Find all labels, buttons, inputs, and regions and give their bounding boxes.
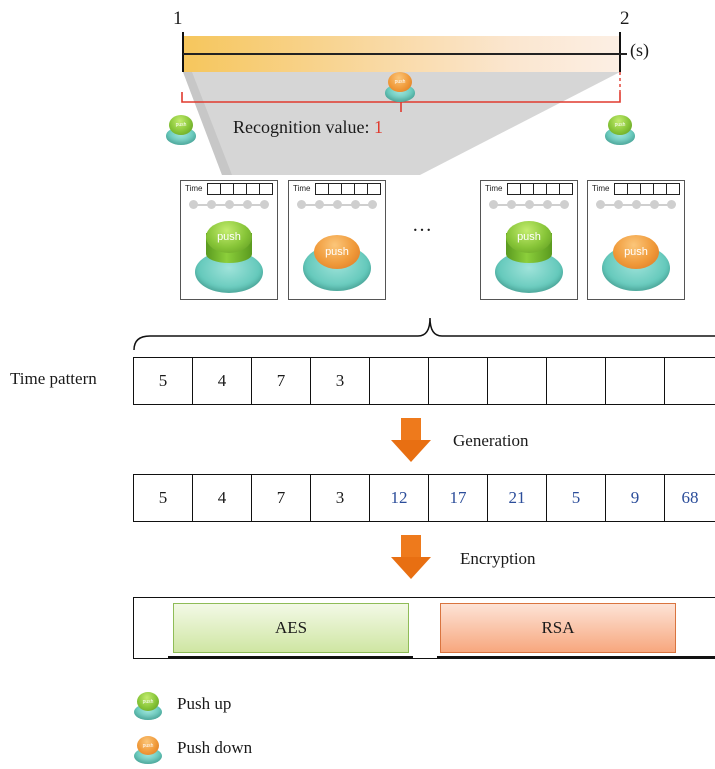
aes-label: AES [274, 618, 308, 637]
legend-push-up-label: Push up [177, 694, 232, 713]
rsa-label: RSA [541, 618, 575, 637]
push-up-button: push [195, 217, 263, 293]
pattern-cell [665, 358, 715, 404]
card-time-label: Time [185, 184, 203, 193]
time-card-3: Time push [480, 180, 578, 300]
push-down-button: push [303, 225, 371, 291]
generated-cell: 68 [681, 488, 699, 507]
push-up-button-icon: push [605, 113, 635, 145]
card-time-label: Time [293, 184, 311, 193]
encryption-container [133, 597, 715, 659]
time-slots [507, 183, 573, 195]
encryption-label: Encryption [460, 549, 536, 568]
generated-cell: 9 [606, 475, 665, 521]
timeline-start-label: 1 [173, 8, 183, 29]
generated-cell: 4 [193, 475, 252, 521]
card-time-label: Time [485, 184, 503, 193]
time-pattern-label: Time pattern [10, 369, 97, 388]
recognition-bracket [181, 72, 621, 112]
time-pattern-row: 5 4 7 3 [133, 357, 715, 405]
pattern-cell: 7 [252, 358, 311, 404]
generation-label: Generation [453, 431, 529, 450]
rsa-block: RSA [440, 603, 676, 653]
grouping-brace [133, 317, 715, 351]
pattern-cell [547, 358, 606, 404]
pattern-cell: 5 [134, 358, 193, 404]
generated-pattern-row: 5 4 7 3 12 17 21 5 9 68 [133, 474, 715, 522]
pattern-cell [429, 358, 488, 404]
progress-dots [297, 200, 377, 210]
pattern-cell: 4 [193, 358, 252, 404]
rsa-underline [437, 656, 715, 658]
generation-arrow-icon [391, 418, 431, 464]
progress-dots [189, 200, 269, 210]
pattern-cell [606, 358, 665, 404]
cards-ellipsis: … [412, 214, 432, 236]
time-slots [207, 183, 273, 195]
generated-cell: 5 [547, 475, 606, 521]
generated-cell: 7 [252, 475, 311, 521]
push-down-button-icon: push [385, 70, 415, 102]
time-slots [614, 183, 680, 195]
card-time-label: Time [592, 184, 610, 193]
time-unit-label: (s) [630, 40, 649, 60]
recognition-value-label: Recognition value: 1 [233, 117, 383, 138]
time-card-1: Time push [180, 180, 278, 300]
recognition-value-number: 1 [373, 117, 383, 137]
zoom-projection [183, 72, 620, 175]
push-down-button: push [602, 225, 670, 291]
legend-push-up-icon: push [134, 690, 162, 720]
generated-cell: 17 [429, 475, 488, 521]
encryption-arrow-icon [391, 535, 431, 581]
generated-cell: 3 [311, 475, 370, 521]
aes-block: AES [173, 603, 409, 653]
progress-dots [596, 200, 676, 210]
pattern-cell [488, 358, 547, 404]
progress-dots [489, 200, 569, 210]
legend-push-down-label: Push down [177, 738, 253, 757]
generated-cell: 5 [134, 475, 193, 521]
push-up-button: push [495, 217, 563, 293]
aes-underline [168, 656, 413, 658]
legend-push-down-icon: push [134, 734, 162, 764]
generated-cell: 21 [488, 475, 547, 521]
time-card-2: Time push [288, 180, 386, 300]
timeline-end-tick [619, 32, 621, 72]
generated-cell: 12 [370, 475, 429, 521]
recognition-label-text: Recognition value: [233, 117, 370, 137]
push-up-button-icon: push [166, 113, 196, 145]
pattern-cell: 3 [311, 358, 370, 404]
pattern-cell [370, 358, 429, 404]
timeline-end-label: 2 [620, 8, 630, 29]
time-slots [315, 183, 381, 195]
timeline-start-tick [182, 32, 184, 72]
time-axis-line [183, 53, 627, 55]
time-card-4: Time push [587, 180, 685, 300]
